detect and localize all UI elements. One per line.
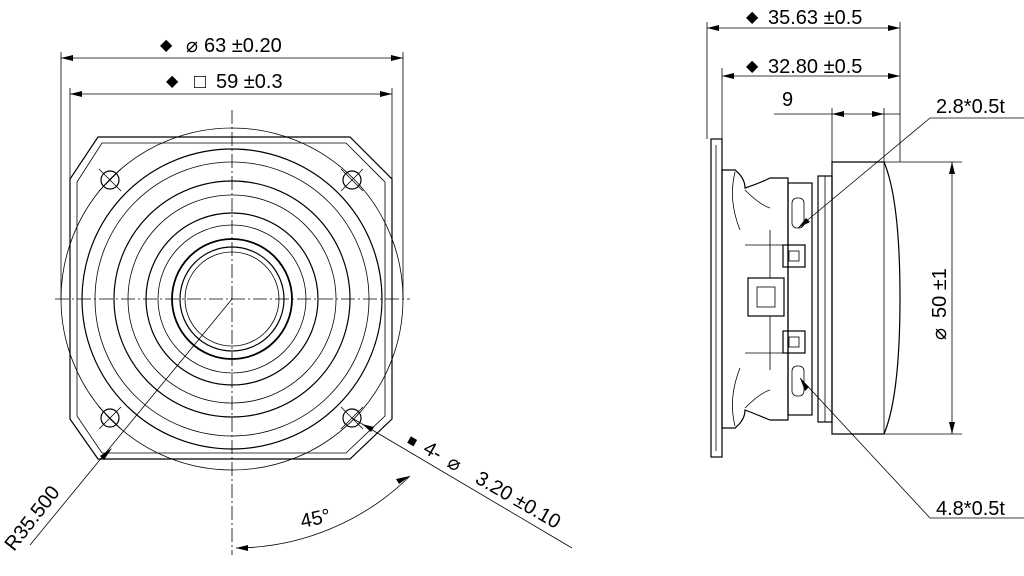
frame-outline: [69, 136, 393, 460]
angle-arc: [235, 475, 411, 549]
dim-offset: 9: [782, 89, 793, 111]
dim-total-depth-diamond: ◆: [746, 9, 759, 26]
terminal-small-leader: [797, 117, 931, 229]
dim-square-59: 59 ±0.3: [216, 71, 283, 93]
hole-leader: [351, 417, 573, 549]
dim-total-depth: 35.63 ±0.5: [768, 7, 862, 29]
dim-holes: 3.20 ±0.10: [472, 467, 565, 533]
terminal-small-label: 2.8*0.5t: [936, 96, 1005, 118]
dim-diameter-50: 50 ±1: [929, 268, 951, 318]
dim-holes-count: 4-: [420, 437, 446, 465]
back-plate: [831, 161, 901, 435]
dim-diameter-63-symbol: ⌀: [186, 35, 198, 57]
dim-holes-symbol: ⌀: [444, 451, 465, 476]
flange: [710, 138, 723, 458]
dim-body-depth-diamond: ◆: [746, 58, 759, 75]
side-view: ◆ 35.63 ±0.5 ◆ 32.80 ±0.5 9 ⌀ 50 ±1 2.8*…: [706, 7, 1024, 520]
dim-square-59-diamond: ◆: [166, 73, 179, 90]
terminal-large-leader: [799, 377, 931, 519]
dim-holes-square: ■: [404, 432, 420, 451]
basket-profile: [721, 169, 789, 429]
dim-square-59-symbol: □: [194, 71, 206, 93]
frame-inner-outline: [76, 142, 386, 454]
dim-radius: R35.500: [1, 482, 65, 555]
dim-diameter-63-diamond: ◆: [160, 37, 173, 54]
terminal-large-label: 4.8*0.5t: [936, 498, 1005, 520]
dim-diameter-50-symbol: ⌀: [929, 328, 951, 340]
front-view: ◆ ⌀ 63 ±0.20 ◆ □ 59 ±0.3 R35.500 ■ 4- ⌀ …: [1, 35, 573, 555]
radius-leader: [29, 298, 233, 546]
dim-diameter-63: 63 ±0.20: [204, 35, 282, 57]
terminal-block: [787, 182, 813, 416]
dim-angle: 45°: [298, 505, 332, 533]
dim-body-depth: 32.80 ±0.5: [768, 56, 862, 78]
